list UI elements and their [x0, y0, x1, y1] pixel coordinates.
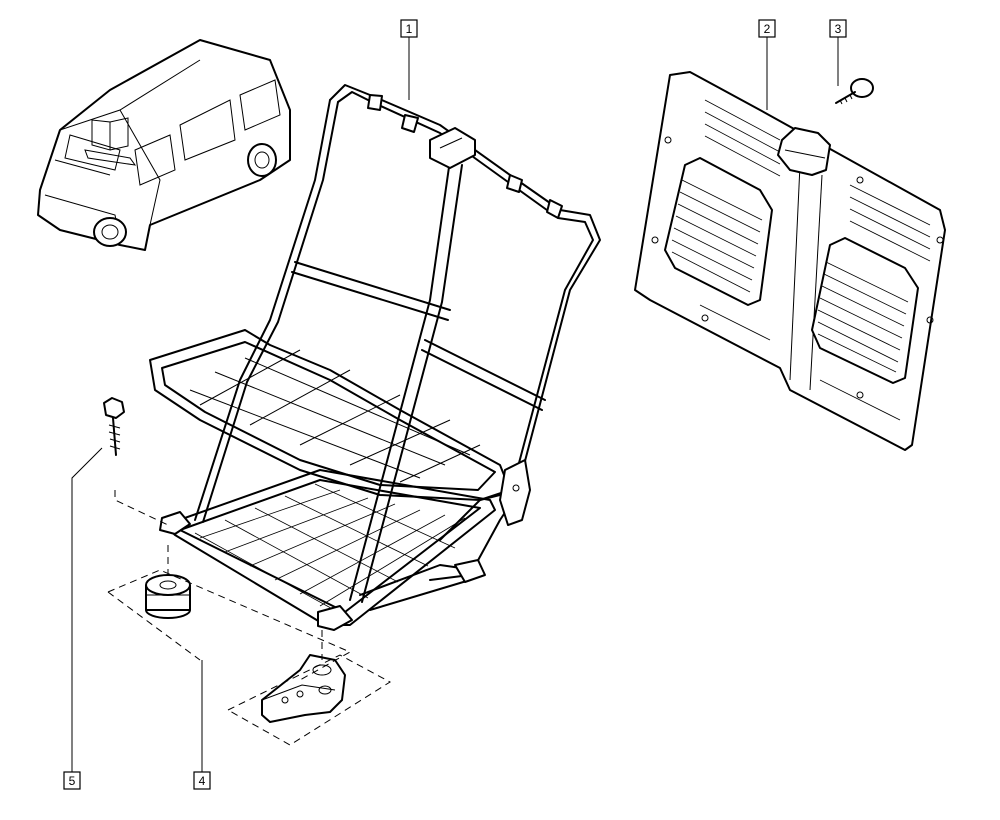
callout-2: 2: [758, 19, 776, 38]
bolt-part-5: [103, 397, 125, 456]
callout-5-label: 5: [69, 774, 76, 788]
callout-1-label: 1: [406, 22, 413, 36]
left-window-hatch: [671, 179, 763, 293]
bushing-spacer: [145, 574, 191, 619]
callout-5: 5: [63, 771, 81, 790]
base-mesh: [194, 483, 466, 613]
back-panel: [634, 71, 946, 451]
screw-part-3: [835, 78, 874, 105]
callout-2-label: 2: [764, 22, 771, 36]
van-illustration: [37, 39, 291, 251]
leader-lines: [71, 37, 839, 772]
assembly-dashed-outline: [107, 490, 391, 746]
callout-3: 3: [829, 19, 847, 38]
callout-1: 1: [400, 19, 418, 38]
right-window-hatch: [817, 261, 909, 373]
callout-4-label: 4: [199, 774, 206, 788]
callout-4: 4: [193, 771, 211, 790]
seat-bracket: [261, 654, 346, 723]
seat-frame: [149, 84, 601, 631]
callout-3-label: 3: [835, 22, 842, 36]
panel-texture: [699, 99, 931, 421]
